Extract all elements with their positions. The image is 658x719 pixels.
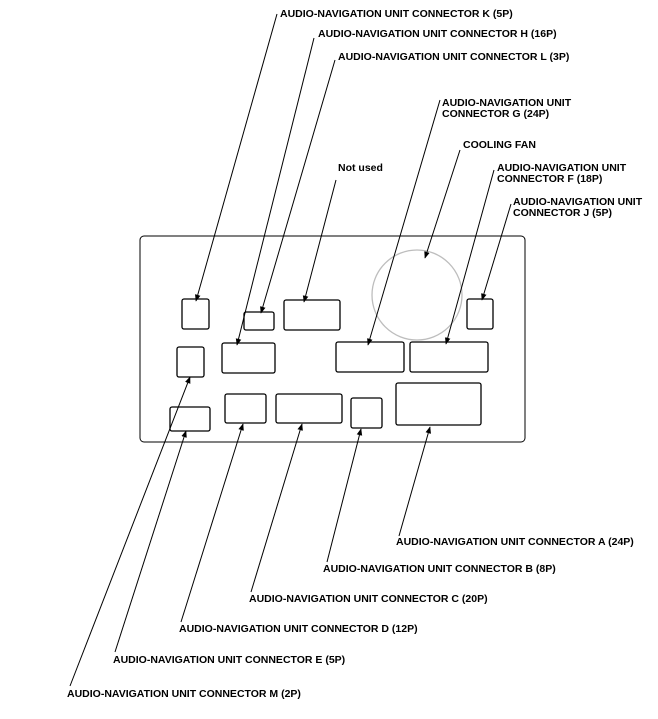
connector-b-box [350, 397, 383, 429]
connector-h-box [221, 342, 276, 374]
connector-m-box [176, 346, 205, 378]
cooling-fan-outline [371, 249, 463, 341]
connector-g-leader [367, 99, 441, 346]
connector-g-label-line2: CONNECTOR G (24P) [442, 108, 549, 120]
connector-f-box [409, 341, 489, 373]
connector-l-label: AUDIO-NAVIGATION UNIT CONNECTOR L (3P) [338, 51, 569, 63]
connector-a-leader [398, 426, 431, 537]
not-used-connector-box [283, 299, 341, 331]
connector-a-label: AUDIO-NAVIGATION UNIT CONNECTOR A (24P) [396, 536, 634, 548]
connector-j-label-line2: CONNECTOR J (5P) [513, 207, 612, 219]
connector-j-leader [481, 203, 512, 301]
connector-d-label: AUDIO-NAVIGATION UNIT CONNECTOR D (12P) [179, 623, 418, 635]
cooling-fan-leader [424, 149, 461, 259]
connector-f-leader [444, 169, 495, 345]
connector-f-label-line2: CONNECTOR F (18P) [497, 173, 602, 185]
not-used-leader [302, 179, 337, 303]
connector-e-box [169, 406, 211, 432]
connector-d-leader [180, 423, 244, 623]
connector-m-label: AUDIO-NAVIGATION UNIT CONNECTOR M (2P) [67, 688, 301, 700]
not-used-label: Not used [338, 162, 383, 174]
connector-j-box [466, 298, 494, 330]
connector-g-box [335, 341, 405, 373]
connector-e-leader [114, 430, 187, 653]
connector-k-label: AUDIO-NAVIGATION UNIT CONNECTOR K (5P) [280, 8, 513, 20]
connector-a-box [395, 382, 482, 426]
connector-c-box [275, 393, 343, 424]
connector-m-leader [69, 376, 191, 687]
connector-h-label: AUDIO-NAVIGATION UNIT CONNECTOR H (16P) [318, 28, 557, 40]
connector-b-label: AUDIO-NAVIGATION UNIT CONNECTOR B (8P) [323, 563, 556, 575]
connector-l-leader [260, 59, 336, 314]
connector-k-box [181, 298, 210, 330]
connector-l-box [243, 311, 275, 331]
connector-f-label-line1: AUDIO-NAVIGATION UNIT [497, 162, 627, 174]
connector-k-leader [195, 13, 278, 302]
connector-c-label: AUDIO-NAVIGATION UNIT CONNECTOR C (20P) [249, 593, 488, 605]
connector-h-leader [235, 37, 315, 346]
connector-g-label-line1: AUDIO-NAVIGATION UNIT [442, 97, 572, 109]
connector-c-leader [250, 423, 303, 593]
connector-d-box [224, 393, 267, 424]
connector-j-label-line1: AUDIO-NAVIGATION UNIT [513, 196, 643, 208]
cooling-fan-label: COOLING FAN [463, 139, 536, 151]
connector-e-label: AUDIO-NAVIGATION UNIT CONNECTOR E (5P) [113, 654, 345, 666]
connector-b-leader [326, 428, 363, 563]
